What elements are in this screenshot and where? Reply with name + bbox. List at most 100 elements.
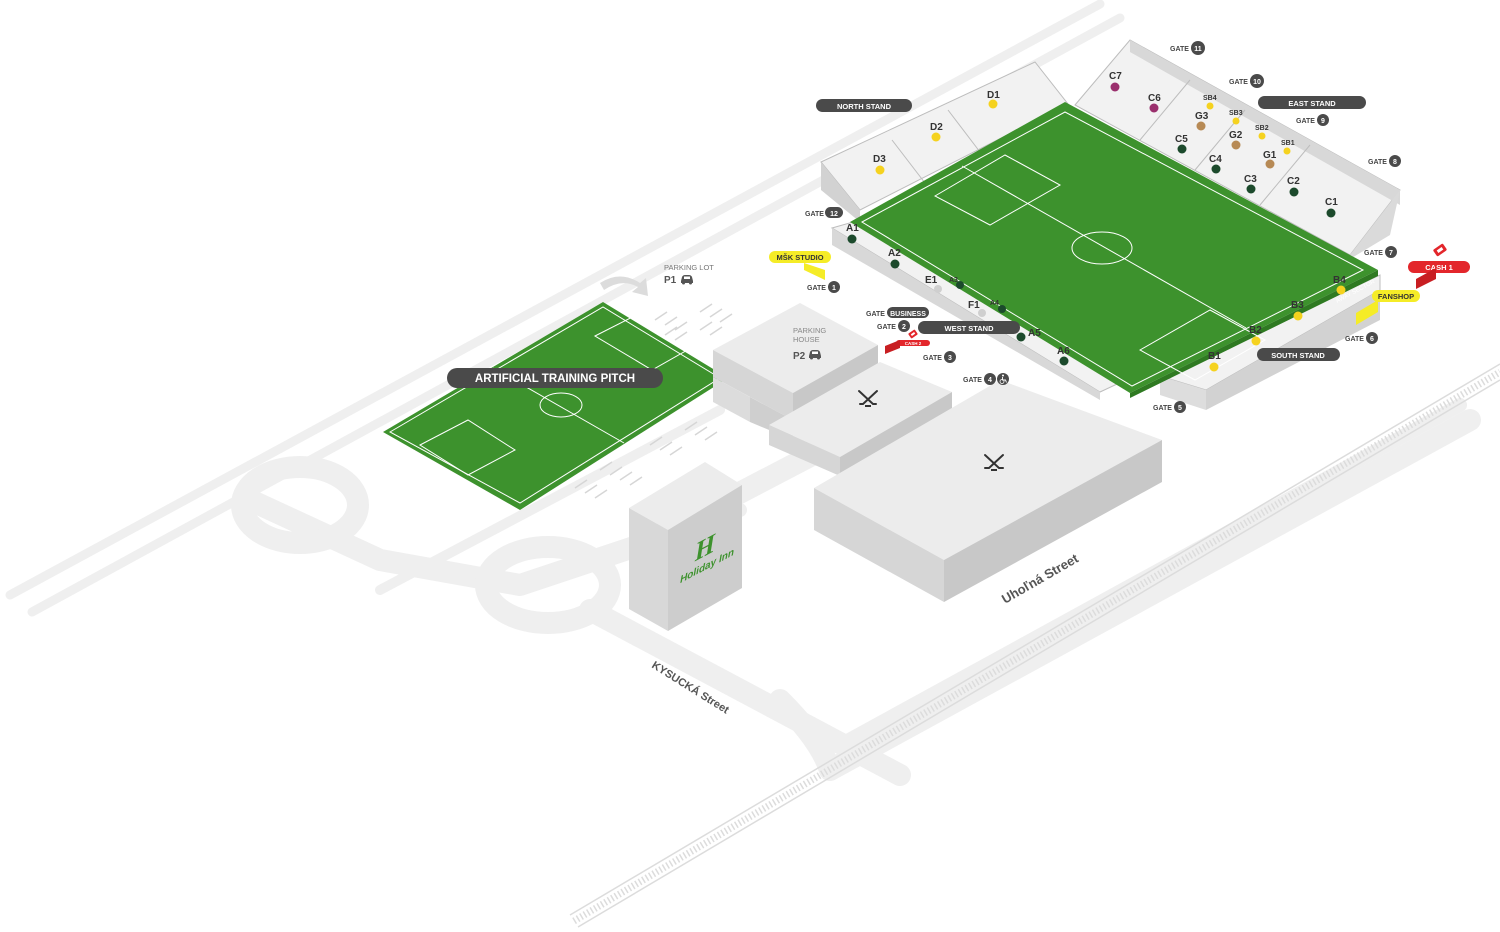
gate-10[interactable]: GATE 10 [1229,74,1264,88]
sector-b3-label: B3 [1291,300,1304,311]
gate-5[interactable]: GATE 5 [1153,401,1186,413]
sector-small-labels: SB4 SB3 SB2 SB1 A3 A4 [949,95,1295,307]
svg-text:GATE: GATE [1345,336,1364,343]
svg-text:7: 7 [1389,250,1393,257]
fanshop-label[interactable]: FANSHOP [1356,290,1420,325]
svg-text:6: 6 [1370,336,1374,343]
svg-text:GATE: GATE [1229,79,1248,86]
parking-lot-p1-label[interactable]: PARKING LOT P1 [664,263,714,286]
sector-e1-label: E1 [925,275,938,286]
svg-text:MŠK STUDIO: MŠK STUDIO [776,253,823,262]
svg-text:GATE: GATE [866,311,885,318]
sector-c5-label: C5 [1175,134,1188,145]
svg-text:12: 12 [830,211,838,218]
sector-c3-label: C3 [1244,174,1257,185]
north-stand-label: NORTH STAND [816,99,912,112]
svg-text:NORTH STAND: NORTH STAND [837,102,892,111]
sector-sb4-label: SB4 [1203,95,1217,102]
svg-text:ARTIFICIAL TRAINING PITCH: ARTIFICIAL TRAINING PITCH [475,373,635,385]
hockey-sticks-icon [984,454,1004,471]
sector-c1-label: C1 [1325,197,1338,208]
training-pitch[interactable] [383,302,728,510]
ticket-icon [1433,243,1447,257]
east-stand-label: EAST STAND [1258,96,1366,109]
sector-b2-label: B2 [1249,325,1262,336]
svg-text:GATE: GATE [1368,159,1387,166]
gate-8[interactable]: GATE 8 [1368,155,1401,167]
svg-text:3: 3 [948,355,952,362]
main-pitch[interactable] [850,102,1378,398]
sector-a6-label: A6 [1057,346,1070,357]
parking-lot-slots [574,303,733,499]
sector-c7-label: C7 [1109,71,1122,82]
large-ice-arena[interactable] [814,380,1162,602]
svg-text:GATE: GATE [923,355,942,362]
svg-text:GATE: GATE [1170,46,1189,53]
sector-d1-label: D1 [987,90,1000,101]
svg-text:H: H [694,527,716,568]
small-ice-arena[interactable] [769,362,952,476]
gate-4[interactable]: GATE 4 [963,373,1009,385]
sector-b4-label: B4 [1333,275,1346,286]
gate-7[interactable]: GATE 7 [1364,246,1397,258]
sector-labels: D1 D2 D3 C7 C6 C5 C4 C3 C2 C1 G3 G2 G1 A… [846,71,1346,362]
svg-text:PARKING: PARKING [793,326,826,335]
parking-house-p2-label[interactable]: PARKING HOUSE P2 [793,326,826,362]
svg-text:BUSINESS: BUSINESS [890,311,926,318]
svg-text:10: 10 [1253,79,1261,86]
sector-g1-label: G1 [1263,150,1277,161]
svg-text:CASH 1: CASH 1 [1425,263,1453,272]
sector-a2-label: A2 [888,248,901,259]
holiday-inn-building[interactable] [629,462,742,631]
sector-sb3-label: SB3 [1229,110,1243,117]
svg-text:GATE: GATE [805,211,824,218]
svg-text:EAST STAND: EAST STAND [1288,99,1336,108]
svg-text:2: 2 [902,324,906,331]
svg-text:HOUSE: HOUSE [793,335,820,344]
svg-text:FANSHOP: FANSHOP [1378,292,1414,301]
sector-f1-label: F1 [968,300,980,311]
sector-d3-label: D3 [873,154,886,165]
sector-c6-label: C6 [1148,93,1161,104]
railway [569,363,1500,928]
gate-1[interactable]: GATE 1 [807,281,840,293]
gate-9[interactable]: GATE 9 [1296,114,1329,126]
gate-11[interactable]: GATE 11 [1170,41,1205,55]
svg-text:5: 5 [1178,405,1182,412]
svg-text:8: 8 [1393,159,1397,166]
svg-text:GATE: GATE [1364,250,1383,257]
svg-text:11: 11 [1194,46,1202,53]
ticket-icon [908,329,918,339]
business-label: BUSINESS [887,307,929,318]
svg-text:SOUTH STAND: SOUTH STAND [1271,351,1325,360]
gate-business[interactable]: GATE [866,311,885,318]
wheelchair-icon [997,373,1009,385]
gate-12[interactable]: GATE 12 [805,207,843,218]
sector-c4-label: C4 [1209,154,1222,165]
sector-c2-label: C2 [1287,176,1300,187]
cash2-label[interactable]: CASH 2 [885,329,930,354]
svg-text:P2: P2 [793,351,806,362]
svg-text:P1: P1 [664,275,677,286]
hockey-sticks-icon [858,390,878,407]
west-stand-label: WEST STAND [918,321,1020,334]
gate-2[interactable]: GATE 2 [877,320,910,332]
sector-d2-label: D2 [930,122,943,133]
sector-g2-label: G2 [1229,130,1243,141]
sector-a1-label: A1 [846,223,859,234]
sector-a3-label: A3 [949,277,958,284]
sector-a5-label: A5 [1028,328,1041,339]
sector-a4-label: A4 [990,300,999,307]
gate-3[interactable]: GATE 3 [923,351,956,363]
sector-dots [847,82,1346,372]
sector-sb1-label: SB1 [1281,140,1295,147]
gate-6[interactable]: GATE 6 [1345,332,1378,344]
sector-g3-label: G3 [1195,111,1209,122]
svg-text:1: 1 [832,285,836,292]
training-pitch-label: ARTIFICIAL TRAINING PITCH [447,368,663,388]
svg-text:GATE: GATE [1296,118,1315,125]
svg-text:4: 4 [988,377,992,384]
msk-studio-label[interactable]: MŠK STUDIO [769,251,831,280]
south-stand-label: SOUTH STAND [1257,348,1340,361]
cash1-label[interactable]: CASH 1 [1408,243,1470,289]
